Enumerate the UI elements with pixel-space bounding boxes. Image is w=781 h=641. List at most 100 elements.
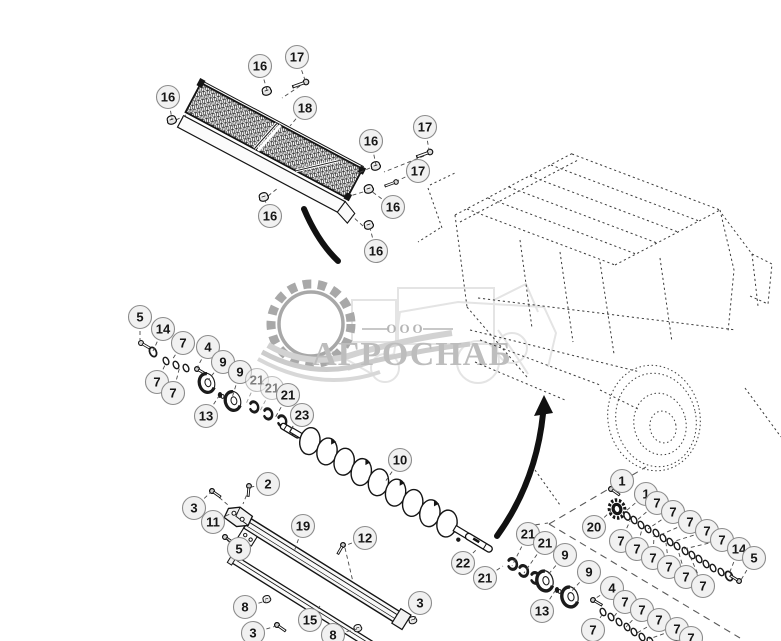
callout-number: 21 bbox=[250, 373, 264, 388]
callout-circle bbox=[193, 403, 219, 429]
callout-circle bbox=[609, 468, 635, 494]
callout-16[interactable]: 16 bbox=[155, 84, 181, 120]
callout-circle bbox=[297, 607, 323, 633]
callout-circle bbox=[405, 158, 431, 184]
callout-21[interactable]: 21 bbox=[523, 530, 558, 574]
callout-leader bbox=[728, 548, 740, 575]
callout-number: 7 bbox=[589, 623, 596, 638]
callout-2[interactable]: 2 bbox=[250, 471, 281, 497]
callout-7[interactable]: 7 bbox=[580, 612, 606, 641]
arrow-to-machine bbox=[494, 411, 546, 539]
arrowhead-icon bbox=[534, 395, 553, 416]
callout-17[interactable]: 17 bbox=[284, 44, 310, 81]
callout-leader bbox=[370, 190, 394, 208]
callout-9[interactable]: 9 bbox=[569, 559, 602, 594]
callout-13[interactable]: 13 bbox=[193, 395, 220, 429]
callout-1[interactable]: 1 bbox=[609, 468, 635, 494]
callout-7[interactable]: 7 bbox=[689, 555, 716, 599]
callout-5[interactable]: 5 bbox=[225, 536, 252, 562]
callout-number: 7 bbox=[621, 595, 628, 610]
callout-leader bbox=[677, 549, 687, 578]
callout-19[interactable]: 19 bbox=[290, 513, 316, 553]
callout-circle bbox=[226, 536, 252, 562]
callout-circle bbox=[320, 622, 346, 641]
callout-number: 16 bbox=[369, 244, 383, 259]
callout-21[interactable]: 21 bbox=[472, 565, 504, 591]
callout-number: 7 bbox=[673, 622, 680, 637]
callout-leader bbox=[740, 557, 755, 581]
callout-17[interactable]: 17 bbox=[396, 158, 431, 184]
callout-leader bbox=[231, 371, 241, 399]
callout-leader bbox=[689, 555, 704, 587]
callout-3[interactable]: 3 bbox=[407, 590, 433, 621]
callout-number: 14 bbox=[156, 322, 171, 337]
callout-circle bbox=[412, 114, 438, 140]
callout-number: 8 bbox=[241, 600, 248, 615]
callout-circle bbox=[450, 550, 476, 576]
callout-9[interactable]: 9 bbox=[545, 542, 578, 578]
callout-21[interactable]: 21 bbox=[274, 382, 301, 419]
mount-bracket-11 bbox=[223, 506, 254, 528]
callout-circle bbox=[247, 53, 273, 79]
callout-circle bbox=[200, 509, 226, 535]
callout-14[interactable]: 14 bbox=[150, 316, 176, 352]
callout-18[interactable]: 18 bbox=[289, 95, 318, 127]
callout-16[interactable]: 16 bbox=[363, 227, 389, 264]
callout-16[interactable]: 16 bbox=[247, 53, 273, 91]
callout-circle bbox=[741, 545, 767, 571]
callout-number: 7 bbox=[655, 613, 662, 628]
callout-number: 9 bbox=[561, 548, 568, 563]
callout-number: 9 bbox=[236, 365, 243, 380]
callout-circle bbox=[284, 44, 310, 70]
callout-12[interactable]: 12 bbox=[343, 525, 378, 551]
callout-number: 5 bbox=[235, 542, 242, 557]
callout-number: 3 bbox=[416, 596, 423, 611]
locator-arrows bbox=[301, 206, 553, 539]
callout-number: 10 bbox=[393, 453, 407, 468]
callout-4[interactable]: 4 bbox=[195, 334, 221, 369]
callout-10[interactable]: 10 bbox=[384, 447, 413, 483]
callout-11[interactable]: 11 bbox=[200, 509, 233, 535]
callout-5[interactable]: 5 bbox=[740, 545, 767, 581]
callout-circle bbox=[407, 590, 433, 616]
callout-5[interactable]: 5 bbox=[127, 304, 153, 341]
callout-7[interactable]: 7 bbox=[660, 625, 704, 641]
callout-13[interactable]: 13 bbox=[529, 590, 556, 624]
gear-icon bbox=[257, 279, 471, 382]
callout-number: 7 bbox=[153, 375, 160, 390]
callout-8[interactable]: 8 bbox=[320, 622, 358, 641]
callout-number: 9 bbox=[219, 355, 226, 370]
callout-number: 21 bbox=[521, 527, 535, 542]
callout-16[interactable]: 16 bbox=[257, 199, 283, 229]
callout-23[interactable]: 23 bbox=[289, 402, 315, 431]
callout-circle bbox=[363, 238, 389, 264]
callout-number: 7 bbox=[649, 551, 656, 566]
callout-7[interactable]: 7 bbox=[170, 330, 196, 361]
callout-number: 21 bbox=[478, 571, 492, 586]
callout-number: 5 bbox=[136, 310, 143, 325]
callout-number: 7 bbox=[169, 386, 176, 401]
callout-number: 23 bbox=[295, 408, 309, 423]
callout-circle bbox=[127, 304, 153, 330]
callout-number: 4 bbox=[204, 340, 212, 355]
callout-17[interactable]: 17 bbox=[412, 114, 438, 151]
callout-16[interactable]: 16 bbox=[358, 128, 384, 166]
callout-number: 7 bbox=[699, 579, 706, 594]
callout-16[interactable]: 16 bbox=[370, 190, 406, 220]
callout-number: 16 bbox=[386, 200, 400, 215]
callout-circle bbox=[232, 594, 258, 620]
callout-circle bbox=[150, 316, 176, 342]
callout-15[interactable]: 15 bbox=[297, 605, 323, 633]
callout-number: 7 bbox=[686, 515, 693, 530]
callout-3[interactable]: 3 bbox=[240, 620, 277, 641]
callout-20[interactable]: 20 bbox=[581, 510, 612, 540]
callout-8[interactable]: 8 bbox=[232, 594, 267, 620]
callout-leader bbox=[274, 394, 289, 419]
callout-number: 5 bbox=[750, 551, 757, 566]
callout-7[interactable]: 7 bbox=[160, 365, 186, 406]
callout-22[interactable]: 22 bbox=[450, 548, 478, 576]
callout-leader bbox=[569, 571, 590, 594]
callout-3[interactable]: 3 bbox=[181, 491, 212, 521]
